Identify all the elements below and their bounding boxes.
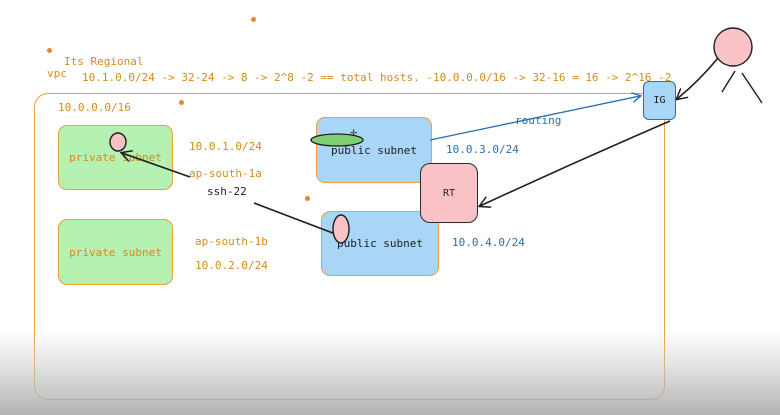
vpc-cidr: 10.0.0.0/16 <box>58 101 131 114</box>
internet-gateway-label: IG <box>653 95 666 106</box>
route-table-label: RT <box>442 187 456 199</box>
vpc-label: vpc <box>47 67 67 80</box>
route-table[interactable]: RT <box>420 163 478 223</box>
user-arm-icon <box>741 72 763 104</box>
private-subnet-label: private subnet <box>69 151 162 164</box>
user-to-ig-arrow <box>677 57 719 99</box>
cursor-icon: ✛ <box>350 125 358 139</box>
public-subnet-label: public subnet <box>330 143 418 157</box>
host-calculation-note: 10.1.0.0/24 -> 32-24 -> 8 -> 2^8 -2 == t… <box>82 71 672 84</box>
user-arm-icon <box>721 70 736 93</box>
public-subnet-b[interactable]: public subnet <box>321 211 439 276</box>
public-subnet-b-cidr: 10.0.4.0/24 <box>452 236 525 249</box>
orange-dot <box>179 100 184 105</box>
public-subnet-label: public subnet <box>336 237 424 250</box>
internet-gateway[interactable]: IG <box>643 81 676 120</box>
public-subnet-a[interactable]: public subnet <box>316 117 432 183</box>
private-subnet-1b[interactable]: private subnet <box>58 219 173 285</box>
regional-note: Its Regional <box>64 55 144 68</box>
orange-dot <box>251 17 256 22</box>
private-subnet-1b-az: ap-south-1b <box>195 235 268 248</box>
public-subnet-a-cidr: 10.0.3.0/24 <box>446 143 519 156</box>
private-subnet-1a-az: ap-south-1a <box>189 167 262 180</box>
private-subnet-1a-cidr: 10.0.1.0/24 <box>189 140 262 153</box>
private-subnet-1b-cidr: 10.0.2.0/24 <box>195 259 268 272</box>
ssh-connection-label: ssh-22 <box>207 185 247 198</box>
private-subnet-label: private subnet <box>69 245 162 259</box>
private-subnet-1a[interactable]: private subnet <box>58 125 173 190</box>
user-head-icon <box>713 27 753 67</box>
routing-label: routing <box>515 114 562 127</box>
orange-dot <box>305 196 310 201</box>
orange-dot <box>47 48 52 53</box>
